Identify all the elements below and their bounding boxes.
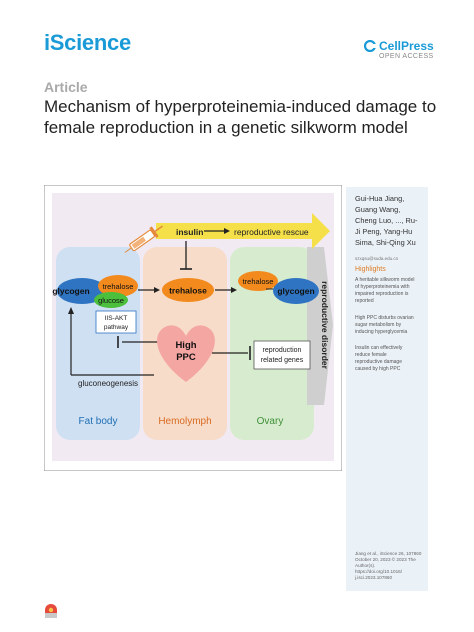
svg-text:trehalose: trehalose (243, 277, 274, 286)
trehalose-mid (162, 278, 214, 302)
insulin-arrow (156, 213, 330, 249)
highlight-item: A heritable silkworm model of hyperprote… (355, 277, 415, 304)
glycogen-left (57, 278, 107, 304)
publisher-name[interactable]: CellPress (379, 39, 434, 53)
svg-text:PPC: PPC (176, 352, 196, 363)
iis-akt-box (95, 310, 137, 334)
svg-text:trehalose: trehalose (103, 282, 134, 291)
svg-text:reproduction: reproduction (263, 347, 302, 354)
hemolymph-label: Hemolymph (158, 416, 211, 427)
open-access-label: OPEN ACCESS (379, 53, 434, 60)
svg-text:IIS-AKT: IIS-AKT (105, 315, 128, 322)
check-for-updates-icon[interactable] (44, 603, 58, 619)
citation[interactable]: Jiang et al., iScience 26, 107860 Octobe… (355, 551, 422, 580)
insulin-label: insulin (176, 227, 203, 237)
cellpress-logo-icon (364, 40, 376, 52)
reproductive-rescue-label: reproductive rescue (234, 227, 309, 237)
svg-text:trehalose: trehalose (169, 286, 207, 296)
correspondence-email[interactable]: szxqsu@suda.edu.cn (355, 256, 399, 261)
heart-shape (157, 325, 215, 382)
svg-text:related genes: related genes (261, 357, 304, 364)
glucose-ellipse (94, 292, 128, 308)
svg-text:glycogen: glycogen (277, 286, 314, 296)
highlight-item: Insulin can effectively reduce female re… (355, 345, 403, 372)
highlights-heading: Highlights (355, 266, 386, 273)
trehalose-left (98, 275, 138, 297)
glycogen-right (273, 278, 319, 304)
fat-body-label: Fat body (79, 416, 118, 427)
journal-name[interactable]: iScience (44, 30, 131, 55)
graphical-abstract: reproductive disorder insulin reproducti… (44, 185, 342, 471)
reproduction-genes-box (253, 340, 311, 370)
fat-body-panel (56, 247, 140, 440)
reproductive-disorder-label: reproductive disorder (320, 281, 330, 370)
svg-text:High: High (175, 340, 196, 351)
svg-text:glycogen: glycogen (52, 286, 89, 296)
ovary-label: Ovary (257, 416, 284, 427)
svg-text:glucose: glucose (98, 296, 124, 305)
sidebar-panel (346, 187, 428, 591)
gluconeogenesis-label: gluconeogenesis (78, 379, 138, 388)
trehalose-right (238, 271, 278, 291)
syringe-icon (124, 225, 164, 253)
article-title: Mechanism of hyperproteinemia-induced da… (44, 97, 437, 137)
article-type: Article (44, 79, 88, 95)
highlight-item: High PPC disturbs ovarian sugar metaboli… (355, 315, 414, 335)
svg-text:pathway: pathway (104, 324, 129, 331)
author-list: Gui-Hua Jiang, Guang Wang, Cheng Luo, ..… (355, 194, 418, 247)
